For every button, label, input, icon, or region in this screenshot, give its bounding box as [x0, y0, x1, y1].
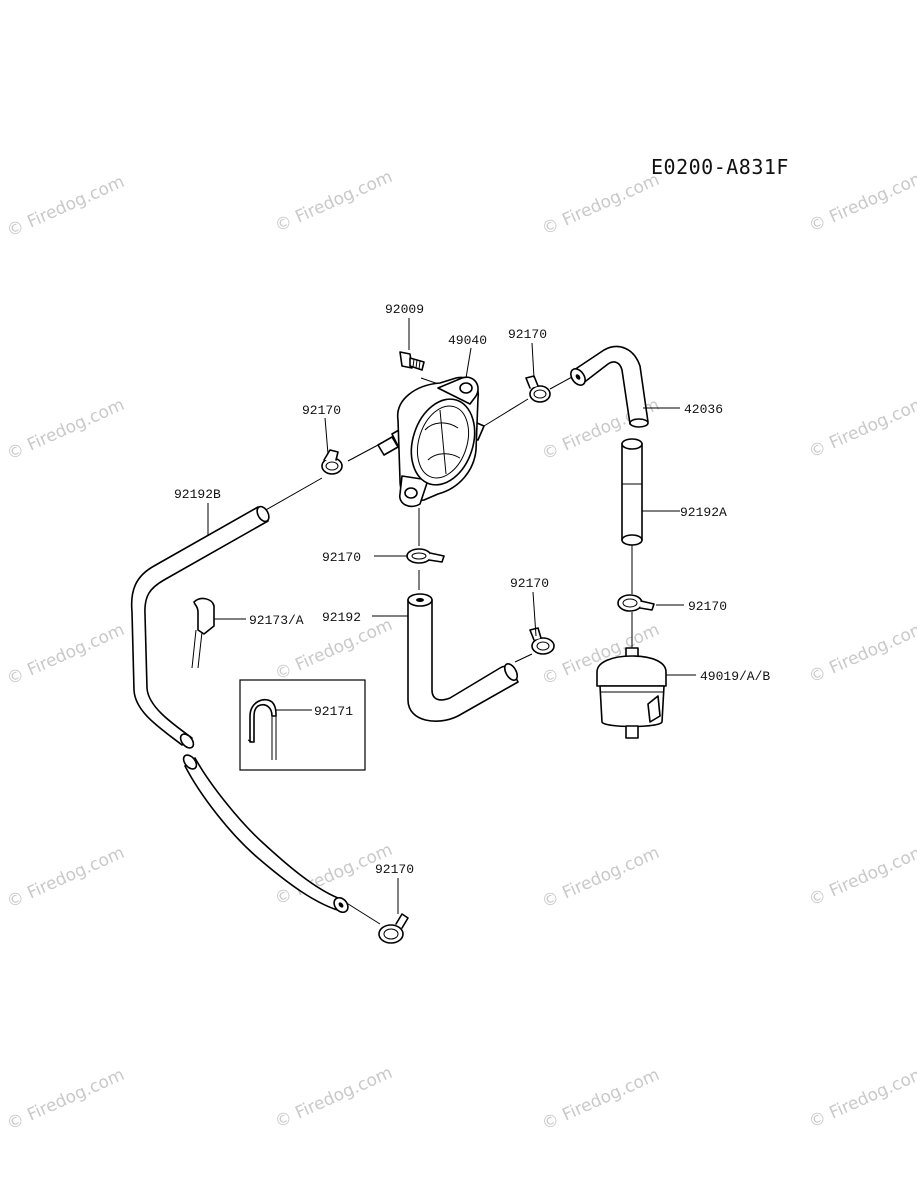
leader-line	[532, 591, 537, 637]
watermark: © Firedog.com	[4, 620, 128, 690]
label-hose-bent: 92192	[322, 610, 361, 625]
label-clamp-hose-end: 92170	[375, 862, 414, 877]
assembly-line	[514, 653, 533, 663]
diagram-code: E0200-A831F	[651, 155, 789, 179]
assembly-line	[347, 444, 379, 462]
label-fuel-pump: 49040	[448, 333, 487, 348]
watermark: © Firedog.com	[806, 1063, 917, 1133]
leader-line	[531, 342, 535, 379]
label-hose-straight: 92192A	[680, 505, 727, 520]
label-clamp-pump-outlet: 92170	[508, 327, 547, 342]
clamp-92170	[378, 913, 409, 944]
fuel-pump-49040	[377, 376, 485, 508]
watermark: © Firedog.com	[4, 395, 128, 465]
watermark: © Firedog.com	[806, 841, 917, 911]
assembly-line	[549, 376, 573, 390]
watermark: © Firedog.com	[272, 167, 396, 237]
hose-92192a	[621, 438, 643, 546]
clamp-92170	[321, 449, 343, 475]
label-screw: 92009	[385, 302, 424, 317]
assembly-line	[263, 477, 323, 512]
fuel-filter-49019	[596, 647, 667, 739]
clamp-92170	[617, 594, 655, 612]
label-hose-long: 92192B	[174, 487, 221, 502]
clamp-92170	[525, 375, 551, 403]
label-clamp-bent-hose: 92170	[510, 576, 549, 591]
hose-92192b	[130, 505, 349, 914]
clamp-92170	[529, 627, 555, 655]
label-clamp-pump-bottom: 92170	[322, 550, 361, 565]
leader-line	[465, 347, 472, 379]
label-clamp-filter: 92170	[688, 599, 727, 614]
watermark: © Firedog.com	[539, 170, 663, 240]
watermark: © Firedog.com	[539, 1065, 663, 1135]
leader-lines	[207, 318, 696, 914]
hose-92192	[407, 593, 519, 722]
watermark: © Firedog.com	[4, 172, 128, 242]
label-clip-detail: 92171	[314, 704, 353, 719]
label-clamp-pump-inlet: 92170	[302, 403, 341, 418]
assembly-line	[483, 398, 529, 427]
leader-line	[324, 417, 329, 455]
screw-92009	[399, 351, 425, 371]
watermark: © Firedog.com	[806, 618, 917, 688]
assembly-line	[344, 901, 381, 925]
watermark: © Firedog.com	[4, 843, 128, 913]
clamp-92170	[406, 548, 445, 564]
watermark: © Firedog.com	[4, 1065, 128, 1135]
watermark: © Firedog.com	[272, 1063, 396, 1133]
detail-box	[239, 679, 366, 771]
watermark: © Firedog.com	[539, 843, 663, 913]
clip-92171	[247, 698, 277, 760]
assembly-lines	[263, 376, 633, 925]
label-elbow-hose: 42036	[684, 402, 723, 417]
clip-92173a	[191, 597, 215, 669]
elbow-hose-42036	[570, 345, 649, 428]
watermark: © Firedog.com	[806, 393, 917, 463]
watermark: © Firedog.com	[806, 167, 917, 237]
label-fuel-filter: 49019/A/B	[700, 669, 770, 684]
label-clip: 92173/A	[249, 613, 304, 628]
